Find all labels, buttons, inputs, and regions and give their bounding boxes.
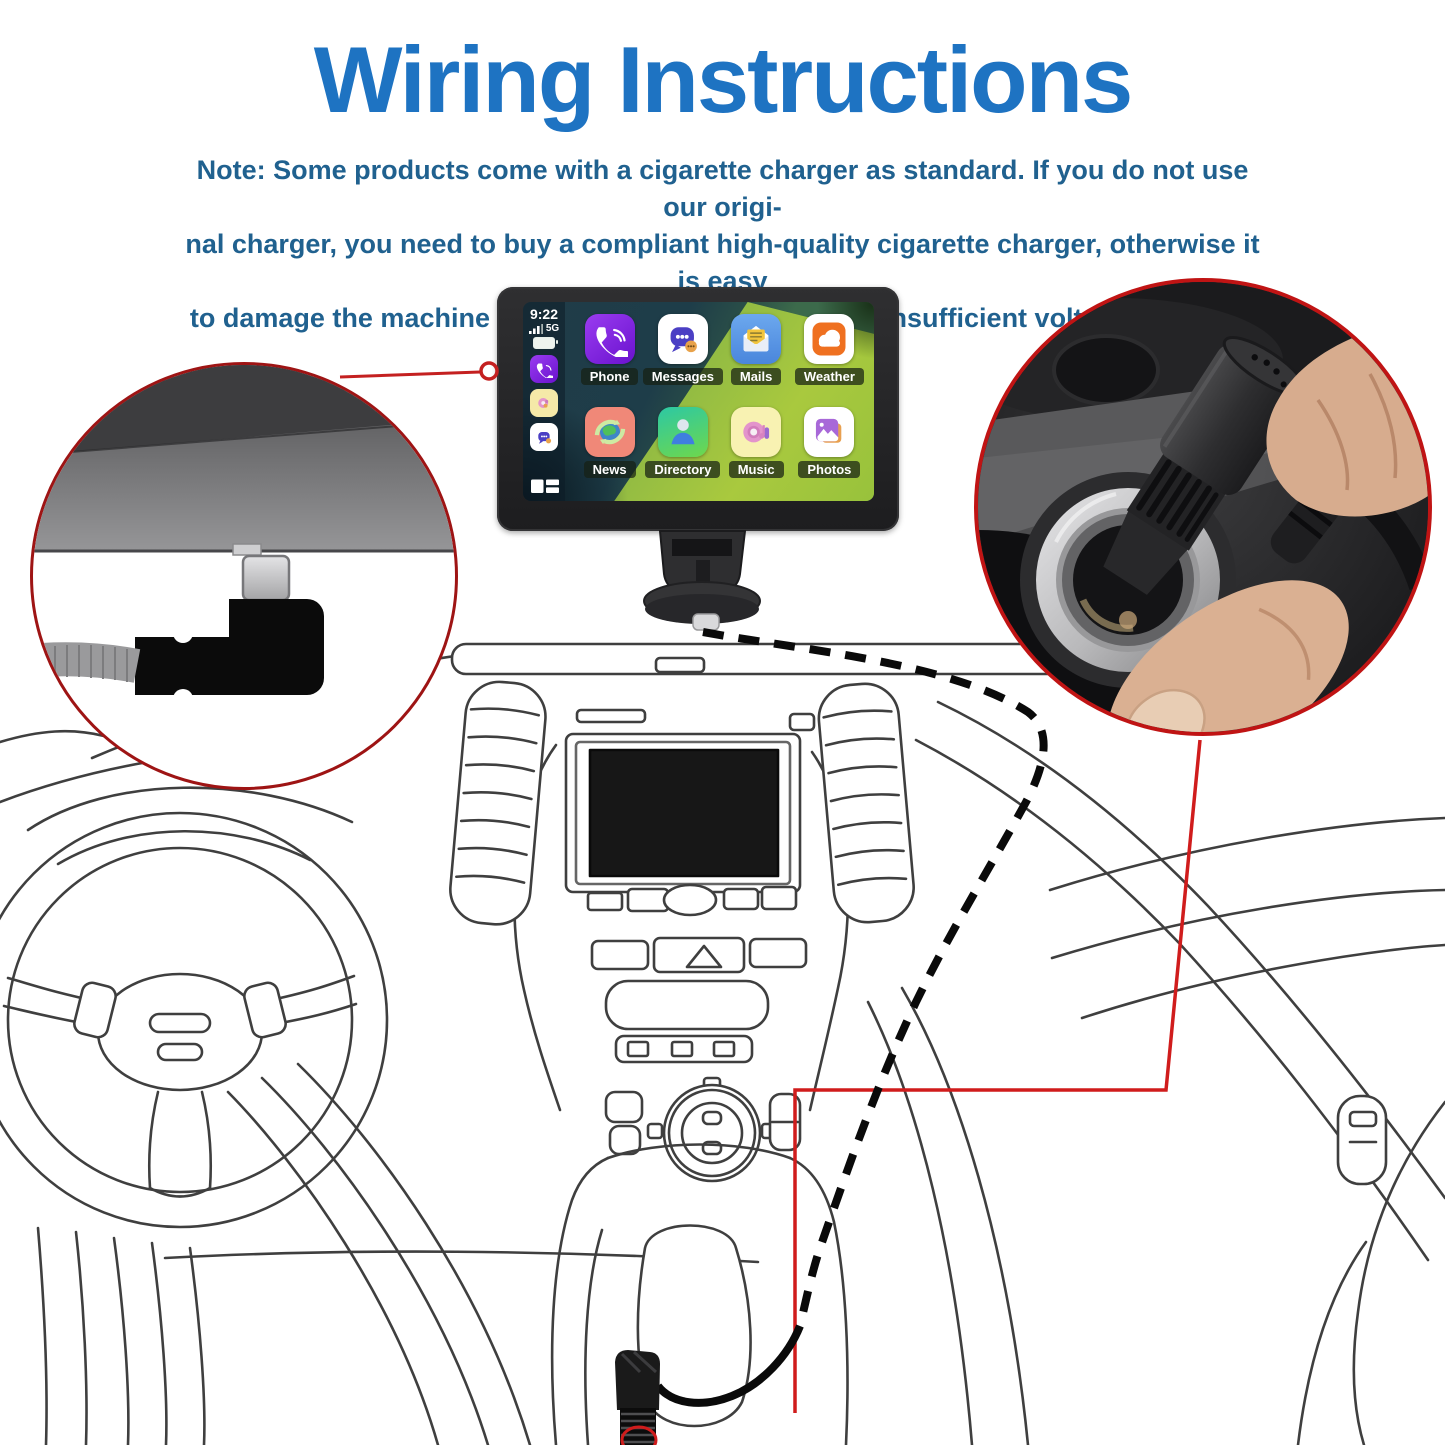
- app-photos: Photos: [793, 407, 865, 493]
- status-signal: 5G: [528, 323, 560, 334]
- mails-icon: [731, 314, 782, 364]
- battery-icon: [533, 337, 558, 349]
- page-title: Wiring Instructions: [313, 27, 1134, 132]
- sidebar-chat-bubble-icon: [530, 423, 558, 451]
- directory-person-icon: [657, 407, 708, 457]
- app-phone: Phone: [574, 314, 646, 400]
- photos-icon: [804, 407, 855, 457]
- app-grid: Phone Messages Mails: [565, 302, 874, 501]
- left-callout-usb-connector: [30, 362, 458, 790]
- app-label: Mails: [730, 368, 782, 385]
- usb-port: [232, 543, 262, 556]
- note-line: Note: Some products come with a cigarett…: [196, 155, 1249, 222]
- app-label: Photos: [798, 461, 861, 478]
- app-label: News: [583, 461, 636, 478]
- status-time: 9:22: [529, 306, 559, 322]
- app-label: Weather: [794, 368, 864, 385]
- app-weather: Weather: [793, 314, 865, 400]
- dashboard-grid-icon: [530, 478, 560, 495]
- note-line: nal charger, you need to buy a compliant…: [185, 229, 1260, 296]
- device-screen: 9:22 5G: [523, 302, 874, 501]
- messages-icon: [657, 314, 708, 364]
- lighter-plug: [1103, 336, 1307, 595]
- phone-icon: [584, 314, 635, 364]
- right-callout-lighter-socket: [974, 278, 1432, 736]
- news-globe-icon: [584, 407, 635, 457]
- sidebar-gallery-disc-icon: [530, 389, 558, 417]
- app-label: Messages: [642, 368, 723, 385]
- app-directory: Directory: [645, 407, 721, 493]
- portable-display-device: 9:22 5G: [497, 287, 899, 531]
- lighter-plug-closeup-illustration: [978, 282, 1428, 732]
- app-music: Music: [720, 407, 792, 493]
- app-label: Directory: [645, 461, 721, 478]
- usb-c-plug-body: [229, 599, 324, 695]
- signal-bars-icon: [528, 323, 543, 334]
- app-mails: Mails: [720, 314, 792, 400]
- network-label: 5G: [545, 323, 560, 334]
- app-news: News: [574, 407, 646, 493]
- usb-c-plug-tip: [241, 554, 291, 602]
- usb-cable: [33, 642, 141, 683]
- sidebar-viber-phone-icon: [530, 355, 558, 383]
- dash-trim-hole: [1052, 334, 1160, 406]
- app-label: Music: [728, 461, 784, 478]
- weather-cloud-icon: [804, 314, 855, 364]
- usb-c-connector-closeup-illustration: [33, 365, 455, 709]
- app-label: Phone: [580, 368, 639, 385]
- screen-sidebar: 9:22 5G: [523, 302, 565, 501]
- music-disc-icon: [731, 407, 782, 457]
- app-messages: Messages: [642, 314, 723, 400]
